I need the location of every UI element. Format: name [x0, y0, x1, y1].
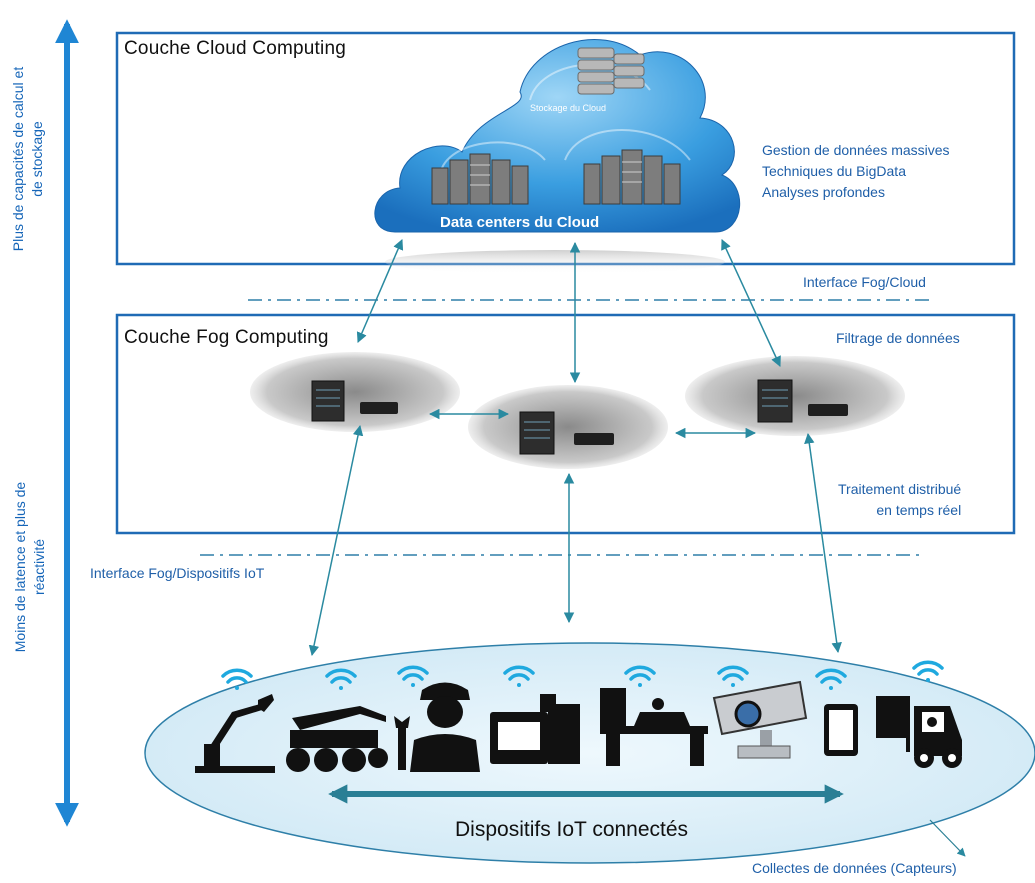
wifi-icon — [717, 665, 749, 687]
cloud-icon — [374, 39, 741, 233]
worker-icon — [394, 682, 480, 772]
collectes-note: Collectes de données (Capteurs) — [752, 860, 957, 876]
fog-router-icon — [574, 433, 614, 445]
devices-ellipse — [144, 642, 1035, 864]
arrow-cloud-fog-right — [721, 239, 781, 367]
wifi-icon — [624, 665, 656, 687]
fog-devices-interface-label: Interface Fog/Dispositifs IoT — [90, 565, 265, 581]
fog-layer-title: Couche Fog Computing — [124, 327, 329, 348]
arrow-cloud-fog-left — [356, 239, 404, 343]
datacenters-label: Data centers du Cloud — [440, 214, 600, 231]
fog-router-icon — [360, 402, 398, 414]
excavator-icon — [286, 706, 388, 772]
fog-switch-icon — [311, 380, 345, 422]
fog-node-left — [250, 352, 460, 432]
robot-arm-icon — [195, 694, 275, 773]
note-pointer — [929, 819, 966, 857]
devices-label: Dispositifs IoT connectés — [455, 818, 689, 841]
cloud-notes: Gestion de données massives Techniques d… — [762, 140, 950, 203]
fog-note-top: Filtrage de données — [836, 330, 960, 346]
wifi-icon — [815, 668, 847, 690]
lathe-icon — [600, 688, 708, 766]
fog-router-icon — [808, 404, 848, 416]
wifi-icon — [221, 668, 253, 690]
cloud-note: Analyses profondes — [762, 184, 885, 200]
cloud-layer-title: Couche Cloud Computing — [124, 38, 346, 59]
wifi-icon — [503, 665, 535, 687]
fog-note-bottom: Traitement distribué en temps réel — [838, 481, 962, 518]
fog-switch-icon — [757, 379, 793, 423]
wifi-icon — [325, 668, 357, 690]
fog-node-right — [685, 356, 905, 436]
fog-node-center — [468, 385, 668, 469]
arrow-fog-devices-left — [308, 424, 364, 657]
tablet-icon — [824, 704, 858, 756]
storage-icon — [577, 47, 645, 95]
fog-switch-icon — [519, 411, 555, 455]
camera-icon — [712, 680, 808, 759]
cloud-note: Gestion de données massives — [762, 142, 950, 158]
side-label-bottom: Moins de latence et plus de réactivité — [12, 481, 47, 653]
cloud-note: Techniques du BigData — [762, 163, 906, 179]
cnc-machine-icon — [490, 694, 580, 764]
forklift-icon — [876, 696, 962, 768]
storage-label: Stockage du Cloud — [530, 103, 607, 113]
wifi-icon — [912, 660, 944, 682]
server-rack-icon — [431, 149, 681, 205]
wifi-icon — [397, 665, 429, 687]
arrow-fog-devices-right — [804, 432, 842, 654]
fog-cloud-interface-label: Interface Fog/Cloud — [803, 274, 926, 290]
side-label-top: Plus de capacités de calcul et de stocka… — [10, 66, 45, 252]
